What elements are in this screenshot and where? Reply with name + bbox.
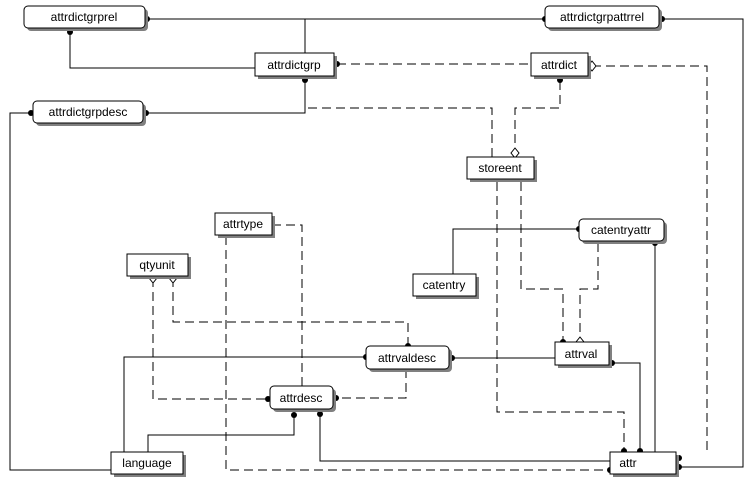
entity-attrval: attrval xyxy=(554,341,612,368)
endpoint-dot xyxy=(291,412,297,418)
rel-catentry-catentryattr xyxy=(452,228,579,274)
rel-attrdictgrppattrrel-attr xyxy=(662,18,744,468)
entity-label: attrdesc xyxy=(280,391,323,405)
entity-attrdictgrppattrrel: attrdictgrpattrrel xyxy=(544,5,662,31)
rel-language-attrdictgrpdesc xyxy=(9,112,111,471)
rel-attrdictgrprel-attrdictgrp-a xyxy=(147,18,306,56)
entity-label: attrtype xyxy=(223,217,263,231)
rel-attrdictgrpdesc-attrdictgrp xyxy=(146,79,306,114)
rel-storeent-attrdict xyxy=(514,79,561,157)
entity-label: attr xyxy=(619,456,636,470)
rel-language-attrdesc xyxy=(147,414,295,452)
rel-attrtype-attrdesc xyxy=(272,224,303,394)
rel-storeent-attrval xyxy=(520,182,564,342)
rel-attrtype-attr xyxy=(225,236,610,471)
entity-label: catentry xyxy=(423,278,466,292)
rel-attrvaldesc-attrdesc xyxy=(336,369,407,399)
entity-attrtype: attrtype xyxy=(214,212,275,238)
entity-attrdictgrprel: attrdictgrprel xyxy=(23,5,148,31)
rel-attrval-attr xyxy=(612,362,641,452)
entity-label: attrdictgrprel xyxy=(51,10,118,24)
entity-label: language xyxy=(122,456,172,470)
entity-label: attrdict xyxy=(541,58,578,72)
rel-qtyunit-attrdesc xyxy=(152,278,270,400)
entity-attrdictgrpdesc: attrdictgrpdesc xyxy=(32,100,146,126)
entity-qtyunit: qtyunit xyxy=(126,253,191,279)
entity-label: attrval xyxy=(565,347,598,361)
entity-label: attrvaldesc xyxy=(378,351,436,365)
entity-catentry: catentry xyxy=(412,273,479,299)
rel-attrdictgrprel-attrdictgrp-b xyxy=(69,31,255,69)
rel-attrdictgrp-attrdictgrppattrrel xyxy=(304,18,545,56)
rel-attrdict-attr xyxy=(592,65,708,452)
rel-storeent-attr xyxy=(496,182,625,452)
entity-storeent: storeent xyxy=(466,156,537,182)
entity-label: qtyunit xyxy=(139,258,175,272)
rel-language-attrvaldesc xyxy=(123,356,366,452)
rel-catentryattr-attrval xyxy=(579,243,599,342)
rel-attr-attrdesc xyxy=(319,414,610,462)
entity-language: language xyxy=(110,451,186,477)
rel-qtyunit-attrvaldesc xyxy=(172,278,409,346)
entity-catentryattr: catentryattr xyxy=(578,218,667,244)
entity-label: attrdictgrpattrrel xyxy=(560,10,644,24)
endpoint-dot xyxy=(317,411,323,417)
entity-attrdict: attrdict xyxy=(530,52,591,79)
entity-attrdesc: attrdesc xyxy=(269,385,336,412)
solid-relationship-lines xyxy=(9,18,744,471)
entity-attrdictgrp: attrdictgrp xyxy=(254,52,337,79)
entity-label: attrdictgrp xyxy=(267,58,321,72)
entity-label: catentryattr xyxy=(591,223,651,237)
dashed-relationship-lines xyxy=(152,63,708,471)
entity-attrvaldesc: attrvaldesc xyxy=(365,345,452,372)
relationship-endpoints xyxy=(28,16,682,473)
entity-label: attrdictgrpdesc xyxy=(49,105,128,119)
rel-storeent-attrdictgrp xyxy=(304,79,493,157)
entity-attr: attr xyxy=(609,451,679,477)
entity-label: storeent xyxy=(478,161,522,175)
